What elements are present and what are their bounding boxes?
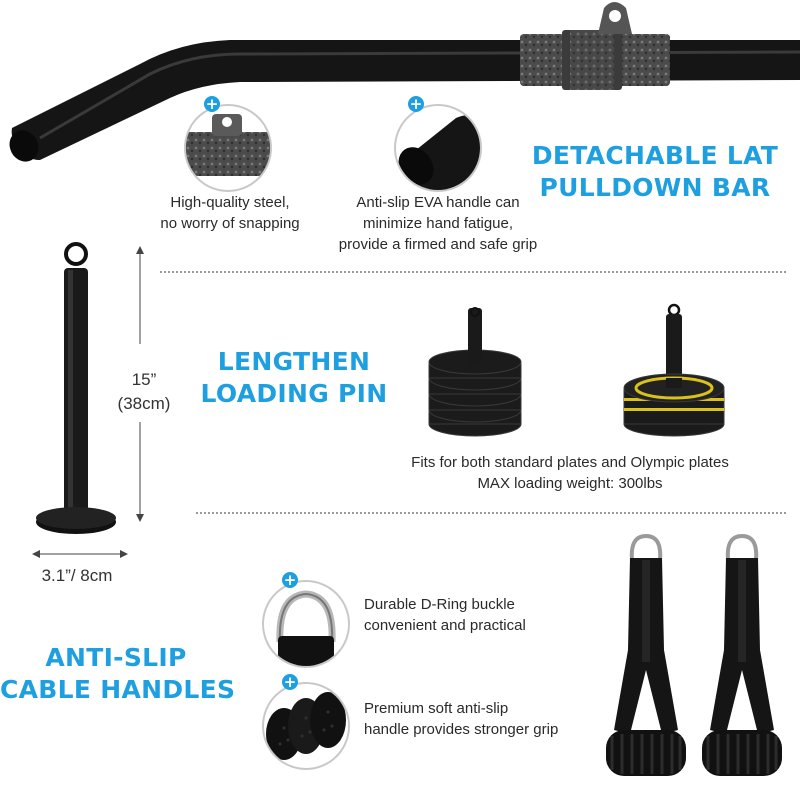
lat-bar-heading: DETACHABLE LAT PULLDOWN BAR <box>530 140 780 204</box>
heading-line: CABLE HANDLES <box>0 675 236 704</box>
soft-grip-caption: Premium soft anti-slip handle provides s… <box>364 698 584 740</box>
eva-handle-detail-zoom <box>394 104 482 192</box>
caption-line: MAX loading weight: 300lbs <box>477 475 663 492</box>
caption-line: provide a firmed and safe grip <box>338 236 538 253</box>
plus-icon: + <box>282 571 298 589</box>
caption-line: Anti-slip EVA handle can <box>356 194 520 211</box>
heading-line: LENGTHEN <box>217 347 371 376</box>
eva-feature-caption: Anti-slip EVA handle can minimize hand f… <box>318 192 558 255</box>
steel-detail-zoom <box>184 104 272 192</box>
caption-line: convenient and practical <box>364 617 526 634</box>
steel-feature-caption: High-quality steel, no worry of snapping <box>140 192 320 234</box>
plus-icon: + <box>282 673 298 691</box>
pin-width-label: 3.1”/ 8cm <box>41 566 113 585</box>
olympic-plates-image <box>623 303 725 437</box>
dimension-line: (38cm) <box>117 394 171 413</box>
cable-handles-image <box>606 533 782 776</box>
caption-line: minimize hand fatigue, <box>362 215 514 232</box>
caption-line: Premium soft anti-slip <box>364 700 509 717</box>
caption-line: no worry of snapping <box>160 215 300 232</box>
dimension-line: 15” <box>131 370 157 389</box>
heading-line: DETACHABLE LAT <box>531 141 779 170</box>
pin-height-label: 15” (38cm) <box>104 368 184 416</box>
caption-line: handle provides stronger grip <box>364 721 559 738</box>
heading-line: ANTI-SLIP <box>45 643 187 672</box>
d-ring-caption: Durable D-Ring buckle convenient and pra… <box>364 594 564 636</box>
divider <box>196 512 786 514</box>
caption-line: Fits for both standard plates and Olympi… <box>411 454 729 471</box>
loading-pin-heading: LENGTHEN LOADING PIN <box>194 346 394 410</box>
width-dimension-line <box>32 550 128 558</box>
soft-grip-detail-zoom <box>262 682 350 770</box>
plus-icon: + <box>408 95 424 113</box>
height-dimension-line <box>136 246 144 522</box>
heading-line: PULLDOWN BAR <box>539 173 771 202</box>
plates-caption: Fits for both standard plates and Olympi… <box>360 452 780 494</box>
heading-line: LOADING PIN <box>200 379 388 408</box>
caption-line: Durable D-Ring buckle <box>364 596 515 613</box>
standard-plates-image <box>428 307 522 437</box>
d-ring-detail-zoom <box>262 580 350 668</box>
divider <box>160 271 786 273</box>
caption-line: High-quality steel, <box>170 194 290 211</box>
lat-pulldown-bar-image <box>9 2 800 162</box>
plus-icon: + <box>204 95 220 113</box>
loading-pin-image <box>36 242 116 534</box>
cable-handles-heading: ANTI-SLIP CABLE HANDLES <box>0 642 236 706</box>
